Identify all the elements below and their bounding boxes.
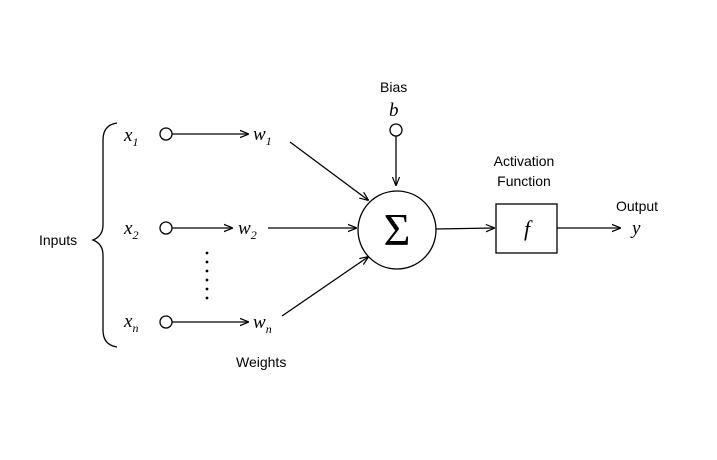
weight-w2-label: w2 bbox=[238, 218, 257, 242]
bias-node bbox=[389, 123, 403, 137]
input-node-1 bbox=[159, 127, 173, 141]
bias-label: Bias bbox=[380, 79, 407, 95]
summation-symbol: Σ bbox=[384, 204, 411, 255]
bias-symbol: b bbox=[389, 100, 399, 121]
sum-to-activation-arrow bbox=[435, 228, 494, 229]
activation-label-line2: Function bbox=[497, 173, 551, 189]
ellipsis-dots bbox=[205, 251, 209, 300]
input-node-2 bbox=[159, 221, 173, 235]
summation-node bbox=[357, 190, 437, 270]
weight-arrow-n bbox=[281, 257, 368, 317]
input-x2-label: x2 bbox=[123, 218, 138, 242]
output-label: Output bbox=[616, 198, 658, 214]
input-node-n bbox=[159, 315, 173, 329]
input-xn-label: xn bbox=[123, 311, 138, 335]
inputs-label: Inputs bbox=[39, 232, 77, 248]
weight-wn-label: wn bbox=[253, 312, 272, 336]
weight-w1-label: w1 bbox=[253, 124, 272, 148]
inputs-brace bbox=[91, 122, 118, 348]
input-x1-label: x1 bbox=[123, 125, 138, 149]
weight-arrow-1 bbox=[289, 141, 368, 200]
activation-symbol: f bbox=[524, 216, 533, 241]
activation-box bbox=[495, 203, 558, 254]
weights-label: Weights bbox=[236, 354, 286, 370]
output-symbol: y bbox=[630, 218, 641, 239]
activation-label-line1: Activation bbox=[494, 153, 555, 169]
